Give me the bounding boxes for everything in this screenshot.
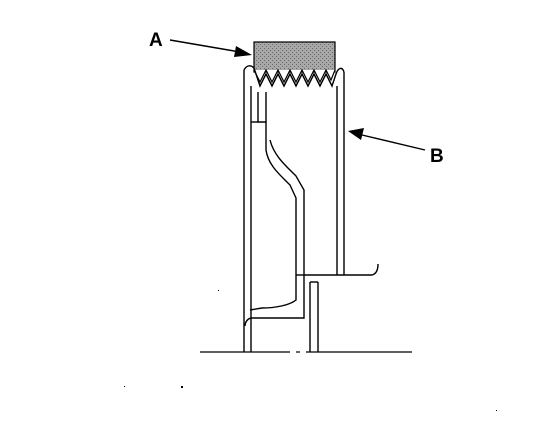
scan-marks bbox=[124, 290, 497, 411]
label-b: B bbox=[430, 146, 444, 167]
callout-a: A bbox=[149, 30, 252, 57]
label-a: A bbox=[149, 30, 163, 51]
pulley bbox=[243, 65, 379, 352]
arrow-head-b bbox=[348, 128, 364, 140]
arrow-head-a bbox=[234, 46, 252, 57]
v-ribbed-belt bbox=[253, 41, 336, 84]
callout-b: B bbox=[348, 128, 444, 167]
